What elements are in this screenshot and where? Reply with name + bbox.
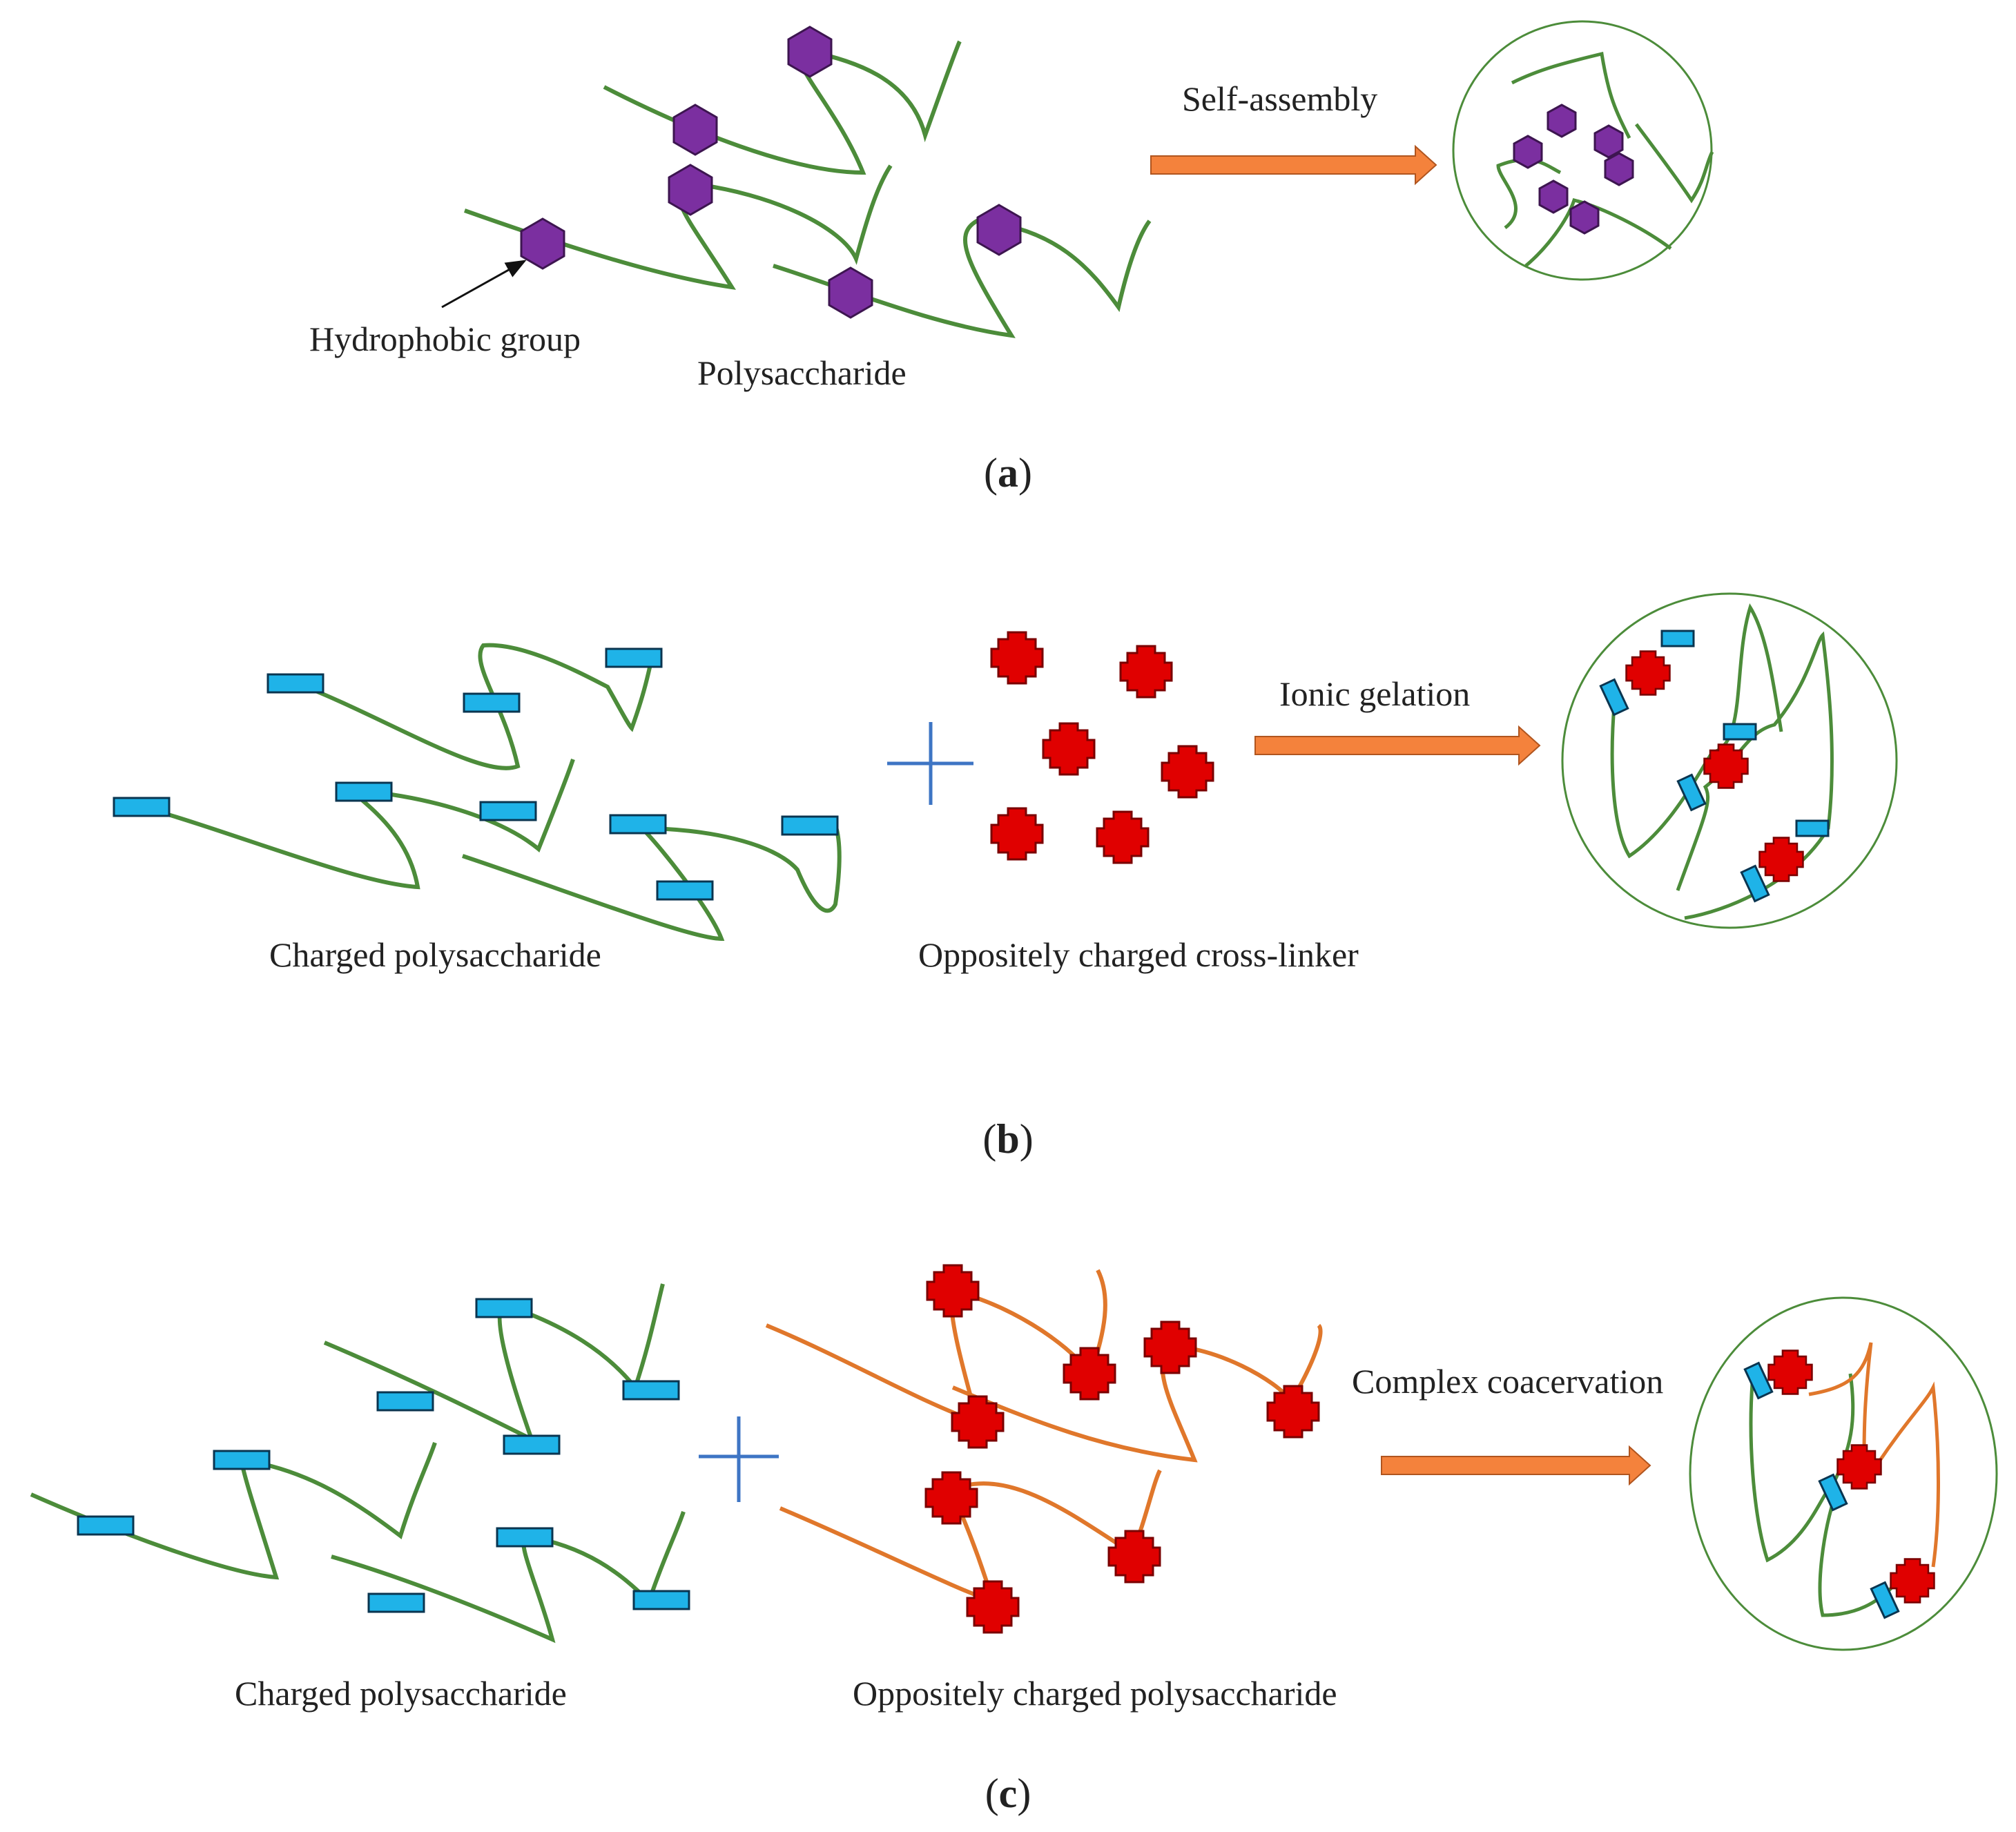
coacervate-nanoparticle <box>1689 1296 1998 1651</box>
positive-charge-cross <box>1266 1385 1320 1439</box>
positive-charge-cross <box>951 1395 1005 1449</box>
charged-group-rect <box>376 1391 434 1412</box>
negative-charge-groups <box>77 1298 690 1613</box>
plus-sign <box>699 1416 779 1502</box>
panel-c: Charged polysaccharide Oppositely charge… <box>30 1264 1998 1816</box>
charged-polysaccharide-label: Charged polysaccharide <box>235 1674 567 1713</box>
charged-group-rect <box>1723 723 1757 741</box>
process-arrow <box>1381 1445 1651 1486</box>
panel-b: Charged polysaccharide Oppositely charge… <box>113 592 1898 1162</box>
charged-polysaccharide-chains-b <box>144 643 842 942</box>
positive-charge-cross <box>1063 1347 1116 1401</box>
positive-charge-cross <box>966 1580 1020 1634</box>
cross-linker-cross <box>1161 745 1214 799</box>
charged-polysaccharide-chains-c <box>30 1283 686 1644</box>
cross-linker-cross <box>1042 722 1096 776</box>
charged-group-rect <box>622 1380 680 1401</box>
hydrophobic-hexagon <box>668 164 713 216</box>
polysaccharide-chains-a <box>463 40 1152 338</box>
charged-group-rect <box>335 781 393 802</box>
charged-group-rect <box>605 647 663 668</box>
charged-group-rect <box>479 801 537 821</box>
pointer-arrow <box>441 260 527 309</box>
oppositely-charged-chains <box>765 1269 1323 1605</box>
self-assembly-label: Self-assembly <box>1182 79 1377 118</box>
positive-charge-cross <box>1890 1558 1935 1604</box>
positive-charge-cross <box>1143 1321 1197 1374</box>
charged-group-rect <box>503 1434 561 1455</box>
charged-group-rect <box>1676 774 1707 811</box>
charged-group-rect <box>213 1450 271 1470</box>
charged-group-rect <box>1660 630 1695 647</box>
cross-linker-label: Oppositely charged cross-linker <box>918 935 1359 974</box>
panel-a: Hydrophobic group Polysaccharide Self-as… <box>309 20 1714 496</box>
charged-group-rect <box>463 692 521 713</box>
charged-group-rect <box>496 1527 554 1548</box>
charged-group-rect <box>656 880 714 901</box>
cross-linker-cross <box>990 631 1044 685</box>
charged-group-rect <box>113 797 171 817</box>
charged-polysaccharide-label: Charged polysaccharide <box>269 935 601 974</box>
hydrophobic-hexagon <box>1513 135 1543 169</box>
hydrophobic-hexagon <box>1604 152 1634 186</box>
hydrophobic-groups <box>520 26 1022 319</box>
hydrophobic-hexagon <box>787 26 833 78</box>
hydrophobic-hexagon <box>1569 200 1600 235</box>
charged-group-rect <box>266 673 324 694</box>
positive-charge-cross <box>1836 1444 1882 1490</box>
charged-group-rect <box>1599 679 1629 716</box>
charged-group-rect <box>609 814 667 835</box>
hydrophobic-hexagon <box>672 104 718 156</box>
cross-linkers <box>990 631 1214 864</box>
process-arrow <box>1254 725 1541 766</box>
cross-linker-cross <box>1758 837 1804 882</box>
panel-a-caption: (a) <box>984 450 1032 496</box>
charged-group-rect <box>367 1592 425 1613</box>
cross-linker-cross <box>1096 810 1150 864</box>
hydrophobic-hexagon <box>976 204 1022 256</box>
plus-sign <box>887 722 973 805</box>
ionic-gel-nanoparticle <box>1561 592 1898 929</box>
hydrophobic-hexagon <box>1538 179 1569 214</box>
panel-c-caption: (c) <box>985 1771 1031 1816</box>
charged-group-rect <box>475 1298 533 1318</box>
polysaccharide-label: Polysaccharide <box>697 353 907 392</box>
positive-charge-cross <box>926 1264 980 1318</box>
cross-linker-cross <box>1625 650 1671 696</box>
panel-a-letter: a <box>998 450 1018 496</box>
ionic-gelation-label: Ionic gelation <box>1279 674 1470 713</box>
hydrophobic-hexagon <box>520 217 565 270</box>
hydrophobic-hexagon <box>1547 104 1577 138</box>
positive-charge-cross <box>1107 1530 1161 1583</box>
positive-charge-cross <box>924 1471 978 1525</box>
charged-group-rect <box>781 815 839 836</box>
process-arrow <box>1150 144 1437 186</box>
cross-linker-cross <box>990 807 1044 861</box>
complex-coacervation-label: Complex coacervation <box>1352 1362 1663 1401</box>
self-assembled-nanoparticle <box>1452 20 1714 281</box>
cross-linker-cross <box>1119 645 1173 699</box>
hydrophobic-group-label: Hydrophobic group <box>309 320 581 358</box>
panel-b-letter: b <box>996 1116 1019 1162</box>
hydrophobic-hexagon <box>828 266 873 319</box>
charged-group-rect <box>632 1590 690 1610</box>
charged-group-rect <box>1795 819 1830 837</box>
panel-c-letter: c <box>999 1771 1018 1816</box>
positive-charge-cross <box>1767 1349 1813 1395</box>
oppositely-charged-polysaccharide-label: Oppositely charged polysaccharide <box>853 1674 1337 1713</box>
charged-group-rect <box>77 1515 135 1536</box>
panel-b-caption: (b) <box>982 1116 1033 1162</box>
cross-linker-cross <box>1703 743 1749 789</box>
